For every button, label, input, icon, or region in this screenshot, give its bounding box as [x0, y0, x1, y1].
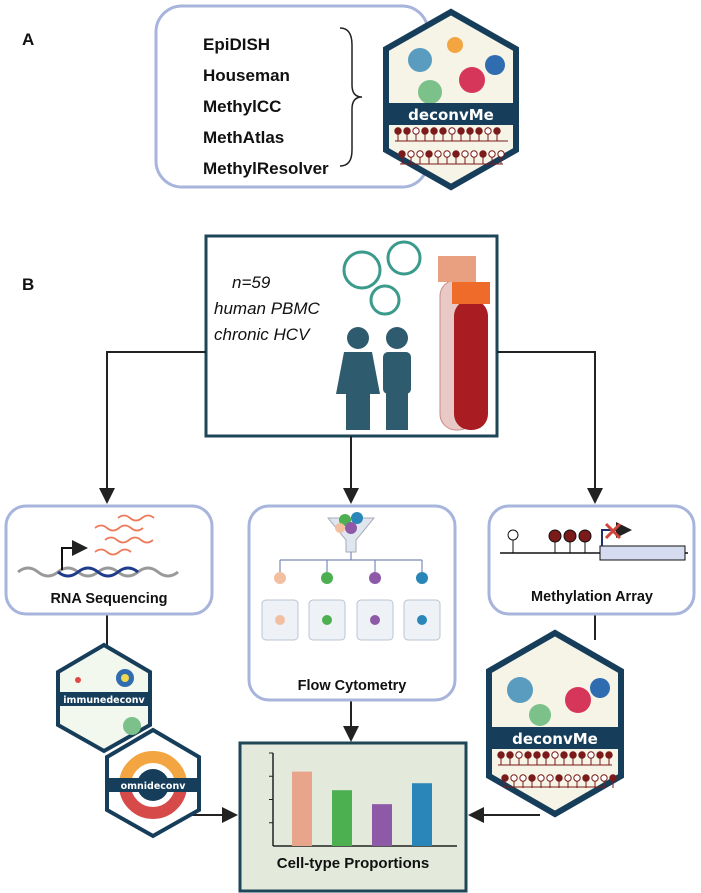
cpg-site	[528, 774, 536, 782]
immunedeconv-logo-text: immunedeconv	[63, 695, 145, 706]
cohort-sample: human PBMC	[214, 299, 321, 318]
cpg-site	[430, 127, 438, 135]
cell-icon	[275, 615, 285, 625]
bar	[292, 771, 312, 846]
cpg-site	[443, 150, 451, 158]
cpg-site	[452, 150, 460, 158]
cpg-site	[407, 150, 415, 158]
connectors	[99, 351, 603, 823]
methylation-array-label: Methylation Array	[531, 589, 653, 605]
cpg-site	[551, 751, 559, 759]
flow-cytometry-label: Flow Cytometry	[298, 678, 407, 694]
cell-icon	[417, 615, 427, 625]
cpg-site	[560, 751, 568, 759]
cpg-site	[524, 751, 532, 759]
cpg-site	[591, 774, 599, 782]
cpg-site	[421, 127, 429, 135]
cpg-site	[425, 150, 433, 158]
cpg-site	[497, 150, 505, 158]
cpg-site	[605, 751, 613, 759]
cpg-site	[533, 751, 541, 759]
cpg-site	[519, 774, 527, 782]
rna-seq-label: RNA Sequencing	[50, 591, 167, 607]
method-item: MethAtlas	[203, 128, 284, 147]
method-item: EpiDISH	[203, 35, 270, 54]
chart-title: Cell-type Proportions	[277, 855, 430, 872]
dna-transcription-icon	[17, 514, 179, 578]
bar-chart	[269, 752, 457, 847]
cpg-site	[542, 751, 550, 759]
cpg-site	[497, 751, 505, 759]
cpg-site	[506, 751, 514, 759]
cell-icon	[274, 572, 286, 584]
cpg-site	[609, 774, 617, 782]
cpg-site	[564, 774, 572, 782]
cell-icon	[369, 572, 381, 584]
cpg-site	[493, 127, 501, 135]
cpg-site	[555, 774, 563, 782]
deconvme-logo-b-text: deconvMe	[512, 730, 598, 748]
flow-cytometry-icon	[261, 512, 441, 641]
cpg-site	[596, 751, 604, 759]
cpg-site	[569, 751, 577, 759]
cpg-site	[537, 774, 545, 782]
cpg-site	[461, 150, 469, 158]
people-icon	[336, 327, 411, 430]
brace	[339, 27, 363, 167]
methylation-icon	[500, 522, 688, 561]
cpg-site	[501, 774, 509, 782]
method-item: MethylCC	[203, 97, 281, 116]
flow-cytometry-box	[247, 504, 457, 702]
cpg-site	[439, 127, 447, 135]
cell-icon	[321, 572, 333, 584]
cpg-site	[466, 127, 474, 135]
omnideconv-logo-text: omnideconv	[121, 781, 187, 792]
cpg-site	[484, 127, 492, 135]
cpg-site	[515, 751, 523, 759]
method-item: MethylResolver	[203, 159, 329, 178]
cpg-site	[412, 127, 420, 135]
cpg-site	[479, 150, 487, 158]
immunedeconv-logo: immunedeconv	[56, 642, 152, 754]
cpg-site	[587, 751, 595, 759]
deconvme-logo: deconvMe	[383, 8, 519, 191]
blood-tube-icon	[438, 256, 490, 431]
cohort-condition: chronic HCV	[214, 325, 311, 344]
methylation-array-box	[487, 504, 696, 616]
bar	[332, 790, 352, 846]
panel-a-label: A	[22, 30, 34, 49]
cpg-site	[578, 751, 586, 759]
cpg-site	[546, 774, 554, 782]
cpg-site	[457, 127, 465, 135]
method-list: EpiDISH Houseman MethylCC MethAtlas Meth…	[203, 35, 329, 178]
bar	[372, 804, 392, 846]
cpg-site	[448, 127, 456, 135]
cpg-site	[470, 150, 478, 158]
cell-icon	[322, 615, 332, 625]
cpg-site	[600, 774, 608, 782]
deconvme-logo-text: deconvMe	[408, 106, 494, 124]
cpg-site	[510, 774, 518, 782]
omnideconv-logo: omnideconv	[105, 727, 201, 839]
panel-b-label: B	[22, 275, 34, 294]
cpg-site	[416, 150, 424, 158]
cpg-site	[475, 127, 483, 135]
cell-icon	[370, 615, 380, 625]
cpg-site	[434, 150, 442, 158]
virus-icon	[342, 240, 422, 316]
bar	[412, 783, 432, 846]
cpg-site	[398, 150, 406, 158]
cpg-site	[394, 127, 402, 135]
cell-icon	[416, 572, 428, 584]
cpg-site	[403, 127, 411, 135]
cpg-site	[582, 774, 590, 782]
method-item: Houseman	[203, 66, 290, 85]
cpg-site	[573, 774, 581, 782]
rna-seq-box	[4, 504, 214, 616]
cpg-site	[488, 150, 496, 158]
cohort-n: n=59	[232, 273, 271, 292]
deconvme-logo-b: deconvMe	[486, 629, 624, 818]
